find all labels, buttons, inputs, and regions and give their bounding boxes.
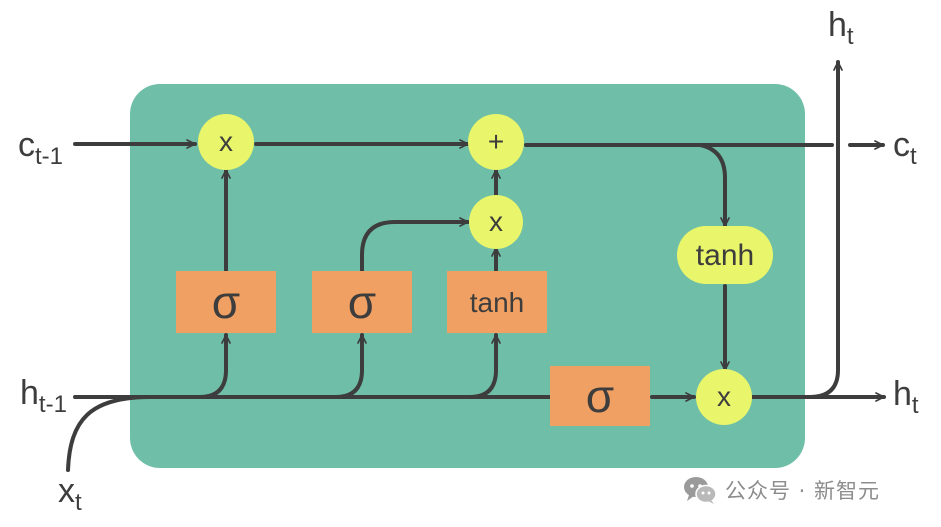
output-multiply-node: x [696,369,752,425]
watermark: 公众号 · 新智元 [683,474,880,506]
h-out-right-label: ht [893,375,919,419]
forget-multiply-symbol: x [219,126,233,157]
wechat-icon [684,477,717,504]
cell-add-node: + [468,114,524,170]
h-prev-main: h [20,374,39,412]
h-prev-label: ht-1 [20,374,67,418]
x-in-subscript: t [75,489,82,516]
x-in-label: xt [58,472,82,516]
output-gate-box [550,366,650,426]
forget-gate: σ [176,271,276,333]
c-out-subscript: t [910,143,917,170]
input-gate-box [312,271,412,333]
cell-tanh-node: tanh [677,226,773,284]
c-prev-label: ct-1 [18,126,63,170]
h-out-right-subscript: t [912,392,919,419]
c-prev-main: c [18,126,35,164]
watermark-text: 公众号 · 新智元 [725,479,881,503]
output-multiply-symbol: x [717,381,731,412]
h-out-top-label: ht [828,6,854,50]
input-multiply-node: x [469,195,523,249]
hidden-state-up-branch [808,60,843,399]
candidate-gate-label: tanh [470,287,525,318]
output-gate-label: σ [586,370,614,422]
cell-add-symbol: + [488,126,504,157]
input-gate: σ [312,271,412,333]
forget-gate-label: σ [212,276,240,328]
input-multiply-symbol: x [489,206,503,237]
cell-tanh-label: tanh [696,239,754,272]
candidate-input-branch [468,333,501,399]
c-out-label: ct [893,126,917,170]
h-out-top-main: h [828,6,847,44]
candidate-gate: tanh [447,271,547,333]
input-gate-label: σ [348,276,376,328]
candidate-gate-box [447,271,547,333]
h-prev-subscript: t-1 [39,391,67,418]
x-in-main: x [58,472,75,510]
output-gate: σ [550,366,650,426]
cell-state-to-tanh-line [698,143,730,228]
h-out-right-main: h [893,375,912,413]
c-prev-subscript: t-1 [35,143,63,170]
input-gate-output-line [360,217,470,273]
forget-multiply-node: x [198,114,254,170]
h-out-top-subscript: t [847,23,854,50]
x-input-curve [66,395,152,472]
forget-gate-box [176,271,276,333]
input-gate-input-branch [334,333,367,399]
forget-gate-input-branch [198,333,231,399]
c-out-main: c [893,126,910,164]
